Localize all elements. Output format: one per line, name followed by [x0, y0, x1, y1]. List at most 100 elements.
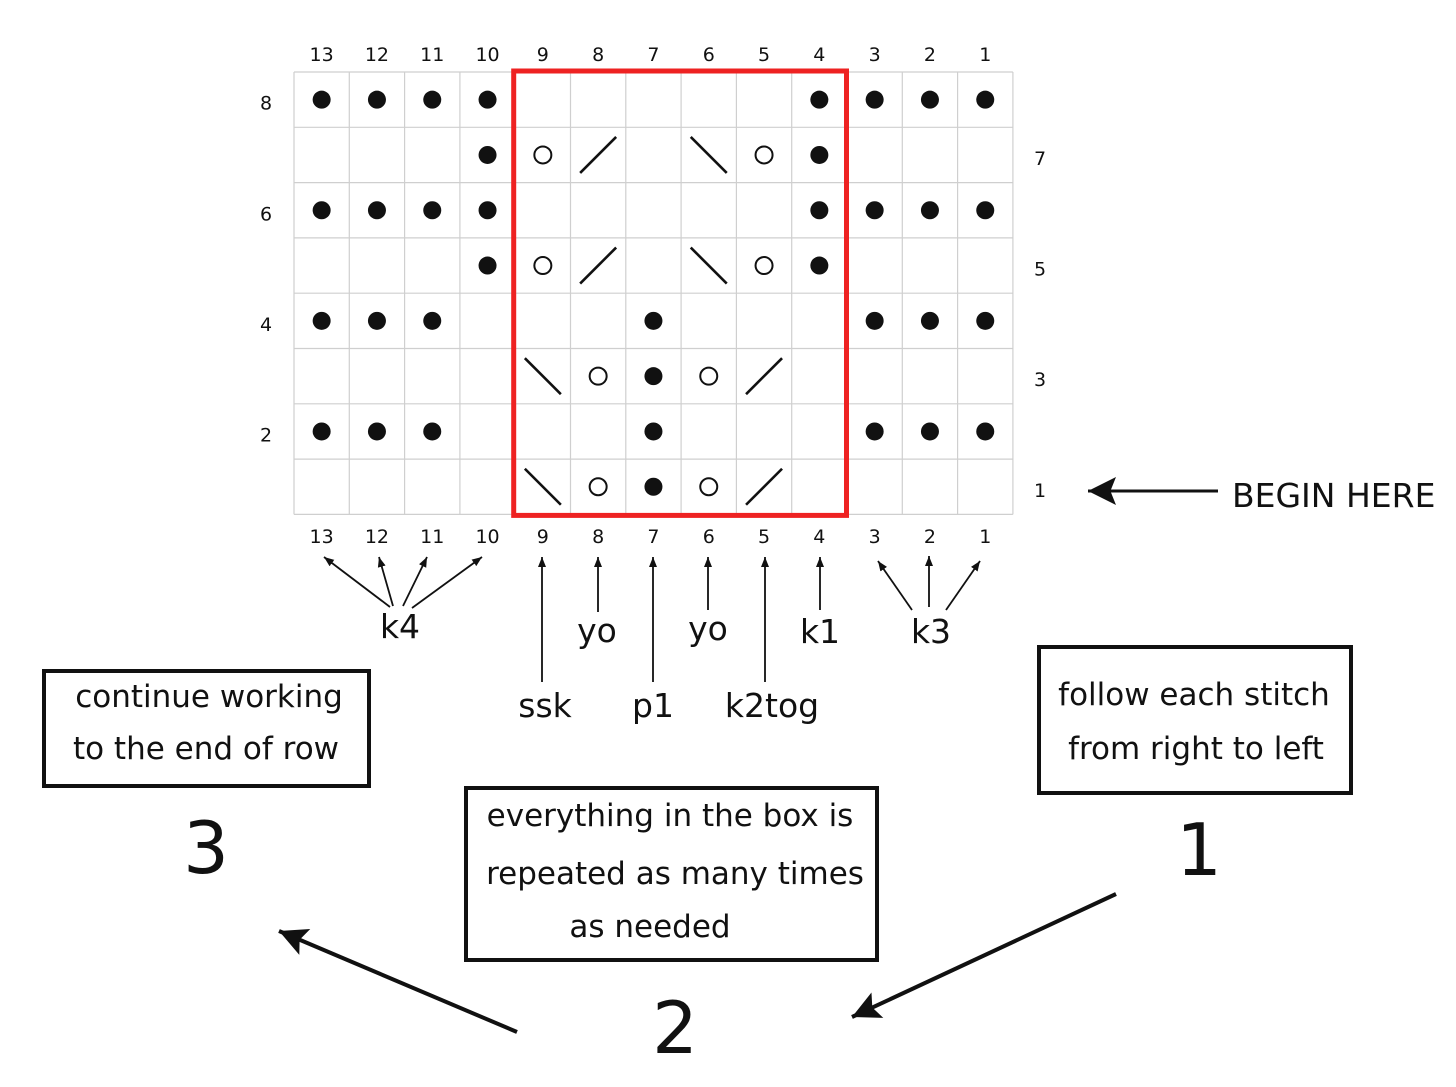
k3-label: k3 — [911, 612, 951, 651]
purl-symbol — [423, 201, 442, 220]
purl-symbol — [920, 422, 939, 441]
purl-symbol — [810, 145, 829, 164]
column-number-bottom: 10 — [475, 526, 499, 548]
purl-symbol — [865, 311, 884, 330]
k2tog-symbol — [579, 246, 618, 285]
column-number-bottom: 11 — [420, 526, 444, 548]
purl-symbol — [976, 422, 995, 441]
yarn-over-symbol — [699, 366, 719, 386]
note-step1-line2: from right to left — [1068, 731, 1324, 767]
purl-symbol — [478, 90, 497, 109]
k2tog-symbol — [745, 357, 783, 396]
column-number-bottom: 5 — [758, 526, 770, 548]
column-number-top: 1 — [979, 44, 991, 66]
yarn-over-symbol — [533, 256, 553, 276]
purl-symbol — [644, 311, 663, 330]
column-number-top: 13 — [310, 44, 334, 66]
note-step3-line1: continue working — [75, 679, 343, 715]
purl-symbol — [367, 422, 386, 441]
purl-symbol — [423, 422, 442, 441]
k2tog-label: k2tog — [725, 686, 819, 725]
purl-symbol — [367, 311, 386, 330]
ssk-symbol — [523, 357, 562, 396]
column-number-top: 10 — [475, 44, 499, 66]
purl-symbol — [810, 90, 829, 109]
k2tog-symbol — [745, 467, 783, 506]
column-number-bottom: 6 — [703, 526, 715, 548]
column-number-bottom: 13 — [310, 526, 334, 548]
step-number-3: 3 — [183, 806, 229, 890]
row-number-right: 3 — [1034, 369, 1046, 391]
column-number-top: 8 — [592, 44, 604, 66]
column-number-bottom: 1 — [979, 526, 991, 548]
purl-symbol — [920, 201, 939, 220]
ssk-symbol — [689, 136, 728, 174]
column-number-bottom: 7 — [647, 526, 659, 548]
ssk-symbol — [689, 246, 728, 285]
note-step2-line1: everything in the box is — [487, 798, 854, 834]
flow-arrow-1-to-2 — [851, 892, 1117, 1019]
chart-grid — [293, 71, 1014, 516]
column-number-top: 4 — [813, 44, 825, 66]
column-number-top: 3 — [869, 44, 881, 66]
purl-symbol — [976, 90, 995, 109]
column-number-bottom: 12 — [365, 526, 389, 548]
ssk-symbol — [523, 467, 562, 506]
flow-arrow-2-to-3 — [278, 929, 518, 1034]
row-number-left: 2 — [260, 424, 272, 446]
repeat-box — [511, 68, 849, 518]
purl-symbol — [810, 201, 829, 220]
column-number-top: 2 — [924, 44, 936, 66]
purl-symbol — [920, 90, 939, 109]
row-number-right: 1 — [1034, 480, 1046, 502]
purl-symbol — [920, 311, 939, 330]
note-box-step2 — [464, 786, 879, 962]
purl-symbol — [644, 422, 663, 441]
note-step1-line1: follow each stitch — [1058, 677, 1330, 713]
purl-symbol — [865, 201, 884, 220]
column-number-top: 7 — [647, 44, 659, 66]
k4-label: k4 — [380, 607, 420, 646]
row-number-left: 4 — [260, 314, 272, 336]
purl-symbol — [810, 256, 829, 275]
yo-label-left: yo — [577, 611, 617, 650]
purl-symbol — [312, 422, 331, 441]
step-number-2: 2 — [652, 986, 698, 1070]
begin-here-label: BEGIN HERE — [1232, 476, 1435, 515]
column-number-bottom: 3 — [869, 526, 881, 548]
column-number-bottom: 8 — [592, 526, 604, 548]
note-box-step3 — [42, 669, 371, 788]
yo-label-right: yo — [688, 609, 728, 648]
note-box-step1 — [1037, 645, 1353, 795]
yarn-over-symbol — [699, 477, 719, 497]
purl-symbol — [865, 422, 884, 441]
k1-label: k1 — [800, 612, 840, 651]
p1-label: p1 — [632, 686, 674, 725]
step-number-1: 1 — [1176, 808, 1222, 892]
purl-symbol — [423, 90, 442, 109]
purl-symbol — [478, 256, 497, 275]
single-stitch-arrows — [538, 557, 824, 682]
row-number-left: 6 — [260, 203, 272, 225]
column-number-bottom: 4 — [813, 526, 825, 548]
yarn-over-symbol — [754, 256, 774, 276]
yarn-over-symbol — [588, 366, 608, 386]
k4-arrows — [323, 556, 483, 609]
note-step2-line3: as needed — [569, 909, 730, 945]
purl-symbol — [312, 311, 331, 330]
yarn-over-symbol — [754, 145, 774, 165]
column-number-top: 12 — [365, 44, 389, 66]
column-number-top: 5 — [758, 44, 770, 66]
yarn-over-symbol — [533, 145, 553, 165]
purl-symbol — [423, 311, 442, 330]
purl-symbol — [865, 90, 884, 109]
chart-stitches — [312, 90, 995, 506]
yarn-over-symbol — [588, 477, 608, 497]
note-step2-line2: repeated as many times — [486, 856, 864, 892]
row-number-right: 5 — [1034, 259, 1046, 281]
column-number-bottom: 2 — [924, 526, 936, 548]
column-number-top: 6 — [703, 44, 715, 66]
column-number-top: 9 — [537, 44, 549, 66]
